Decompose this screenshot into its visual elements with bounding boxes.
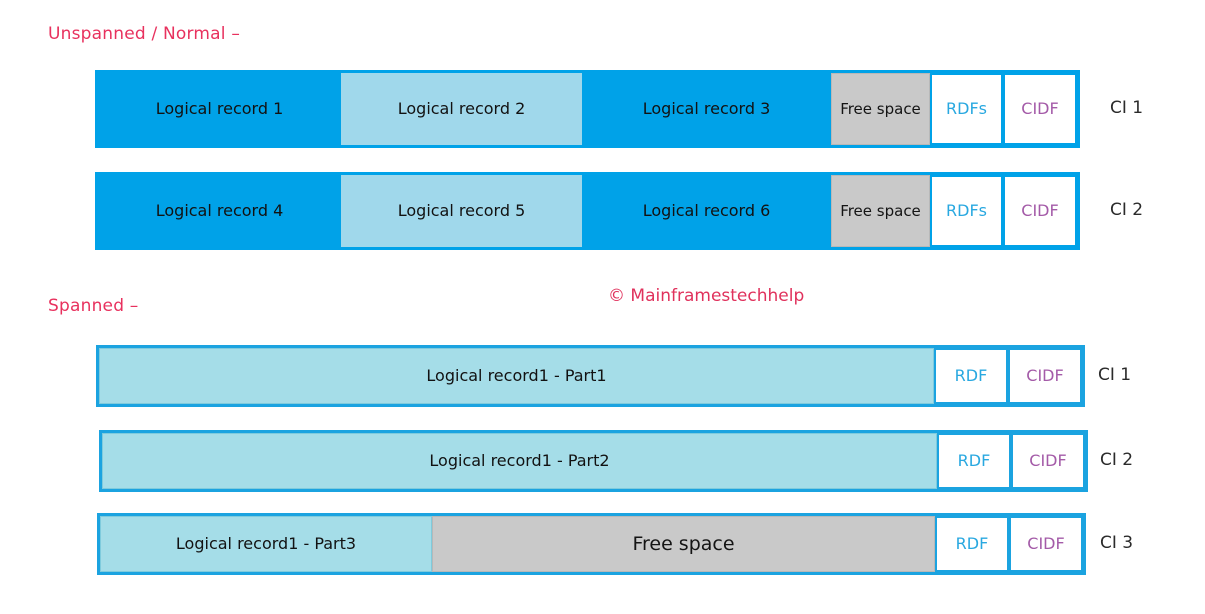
unspanned-ci-row-2: Logical record 4 Logical record 5 Logica… [95,172,1080,250]
ci-tag-spanned-1: CI 1 [1098,365,1132,385]
segment-label: RDF [957,451,991,470]
segment-free-space[interactable]: Free space [831,73,930,145]
segment-free-space[interactable]: Free space [432,516,935,572]
segment-logical-record1-part3[interactable]: Logical record1 - Part3 [100,516,432,572]
segment-logical-record-6[interactable]: Logical record 6 [582,175,831,247]
ci-tag-spanned-3: CI 3 [1100,533,1134,553]
segment-label: Logical record 2 [397,99,526,118]
segment-label: Logical record1 - Part3 [175,534,357,553]
segment-rdfs[interactable]: RDFs [930,73,1003,145]
segment-label: CIDF [1029,451,1067,470]
segment-label: RDFs [946,99,987,118]
segment-rdf[interactable]: RDF [937,433,1011,489]
ci-tag-unspanned-2: CI 2 [1110,200,1144,220]
segment-rdf[interactable]: RDF [934,348,1008,404]
spanned-ci-row-3: Logical record1 - Part3 Free space RDF C… [97,513,1086,575]
segment-cidf[interactable]: CIDF [1009,516,1083,572]
segment-logical-record1-part1[interactable]: Logical record1 - Part1 [99,348,934,404]
segment-free-space[interactable]: Free space [831,175,930,247]
segment-label: Free space [840,201,921,220]
spanned-ci-row-2: Logical record1 - Part2 RDF CIDF [99,430,1088,492]
segment-logical-record-1[interactable]: Logical record 1 [98,73,341,145]
segment-label: Logical record 6 [642,201,771,220]
segment-label: RDF [955,534,989,553]
segment-label: RDFs [946,201,987,220]
unspanned-section-label: Unspanned / Normal – [48,24,241,44]
segment-label: CIDF [1021,99,1059,118]
segment-label: Logical record1 - Part2 [429,451,610,470]
unspanned-ci-row-1: Logical record 1 Logical record 2 Logica… [95,70,1080,148]
segment-label: RDF [954,366,988,385]
segment-logical-record-2[interactable]: Logical record 2 [341,73,582,145]
segment-label: CIDF [1027,534,1065,553]
segment-logical-record-3[interactable]: Logical record 3 [582,73,831,145]
segment-logical-record-5[interactable]: Logical record 5 [341,175,582,247]
segment-label: Free space [632,532,735,555]
ci-tag-spanned-2: CI 2 [1100,450,1134,470]
segment-label: CIDF [1021,201,1059,220]
segment-logical-record-4[interactable]: Logical record 4 [98,175,341,247]
segment-label: Logical record1 - Part1 [426,366,607,385]
segment-cidf[interactable]: CIDF [1003,73,1077,145]
segment-cidf[interactable]: CIDF [1003,175,1077,247]
segment-cidf[interactable]: CIDF [1011,433,1085,489]
watermark-text: © Mainframestechhelp [608,286,805,306]
segment-label: Logical record 5 [397,201,526,220]
segment-rdf[interactable]: RDF [935,516,1009,572]
segment-logical-record1-part2[interactable]: Logical record1 - Part2 [102,433,937,489]
segment-label: Logical record 4 [155,201,284,220]
segment-label: Logical record 1 [155,99,284,118]
segment-label: Logical record 3 [642,99,771,118]
segment-rdfs[interactable]: RDFs [930,175,1003,247]
ci-tag-unspanned-1: CI 1 [1110,98,1144,118]
segment-label: CIDF [1026,366,1064,385]
spanned-ci-row-1: Logical record1 - Part1 RDF CIDF [96,345,1085,407]
spanned-section-label: Spanned – [48,296,139,316]
segment-label: Free space [840,99,921,118]
segment-cidf[interactable]: CIDF [1008,348,1082,404]
